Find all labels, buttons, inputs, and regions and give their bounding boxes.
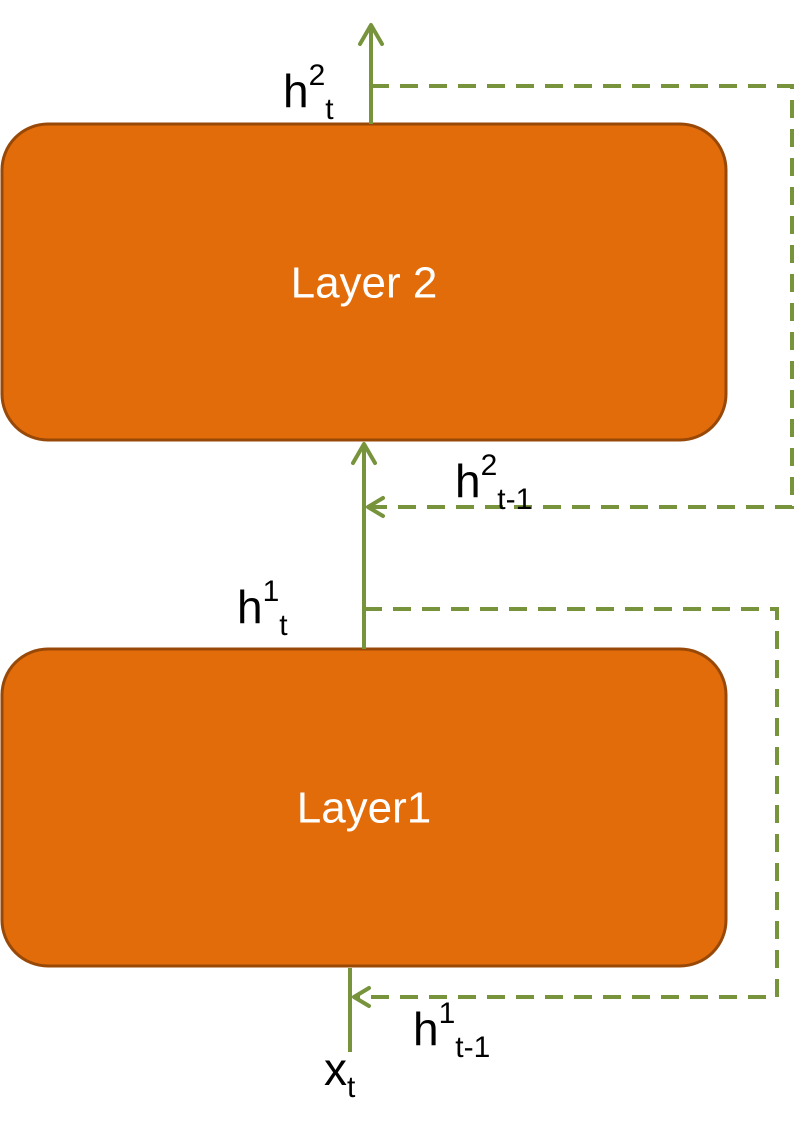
label-h1-t: h1t <box>237 575 288 642</box>
layer-1-block: Layer1 <box>0 647 728 968</box>
layer1-to-layer2-arrow <box>351 442 377 649</box>
layer-1-recurrent-arrowhead <box>352 986 371 1008</box>
label-h1-t-minus-1: h1t-1 <box>413 997 490 1064</box>
layer-2-box <box>0 122 728 442</box>
label-h2-t-minus-1: h2t-1 <box>455 449 532 516</box>
layer-2-block: Layer 2 <box>0 122 728 442</box>
label-h2-t: h2t <box>283 59 334 126</box>
layer-2-recurrent-arrowhead <box>366 496 385 518</box>
output-arrow <box>358 23 384 124</box>
layer-1-label: Layer1 <box>297 784 432 833</box>
layer-2-label: Layer 2 <box>291 259 438 308</box>
layer-1-recurrent-loop <box>352 607 779 1008</box>
label-x-t: xt <box>324 1043 356 1104</box>
layer-2-recurrent-loop <box>366 84 794 518</box>
